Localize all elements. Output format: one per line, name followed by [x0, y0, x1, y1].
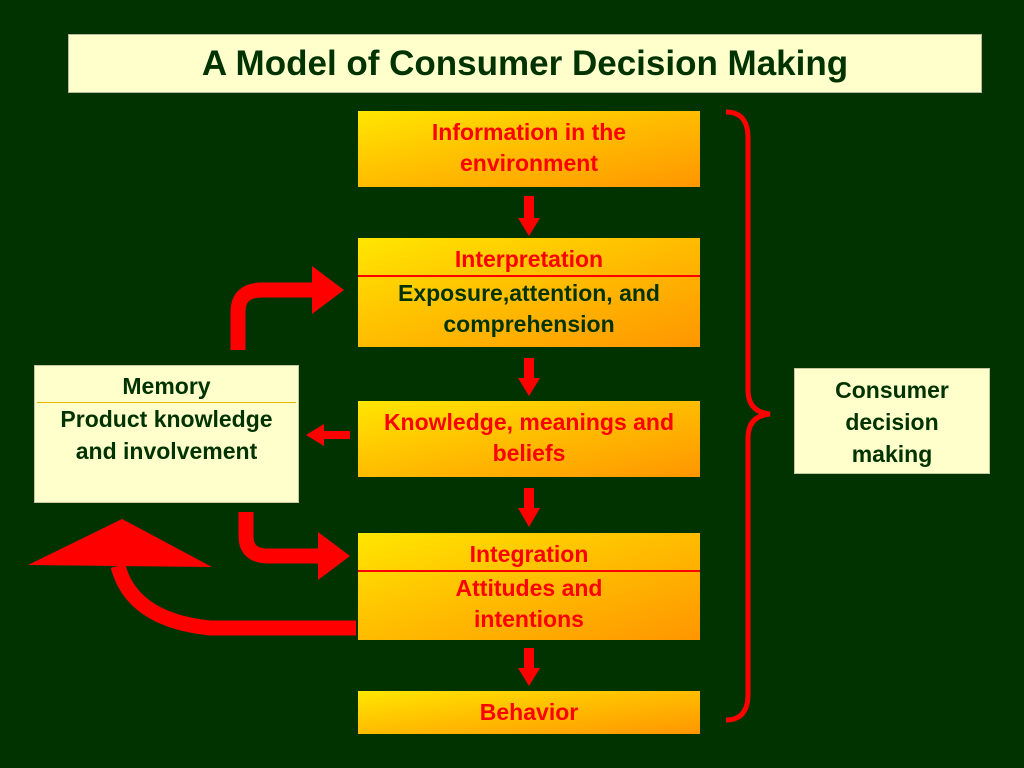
memory-to-interpretation-arrow [230, 266, 344, 350]
memory-box: Memory Product knowledge and involvement [34, 365, 299, 503]
stage-information: Information in the environment [358, 111, 700, 187]
stage-integration-header: Integration [469, 541, 589, 567]
knowledge-to-memory-arrow [306, 424, 350, 446]
diagram-title: A Model of Consumer Decision Making [201, 43, 849, 83]
flow-arrow-3 [518, 488, 540, 527]
memory-to-integration-arrow [238, 512, 350, 580]
consumer-decision-brace [725, 109, 771, 723]
stage-knowledge-label: Knowledge, meanings and beliefs [383, 409, 675, 466]
consumer-decision-label: Consumer decision making [835, 377, 949, 467]
memory-body: Product knowledge and involvement [60, 406, 273, 464]
flow-arrow-2 [518, 358, 540, 396]
stage-integration-body: Attitudes and intentions [455, 575, 603, 632]
consumer-decision-box: Consumer decision making [794, 368, 990, 474]
flow-arrow-1 [518, 196, 540, 236]
stage-interpretation-divider [358, 275, 700, 277]
stage-information-label: Information in the environment [431, 119, 627, 176]
integration-feedback-arrow [28, 519, 356, 636]
stage-interpretation: Interpretation Exposure,attention, and c… [358, 238, 700, 347]
memory-header: Memory [122, 373, 211, 399]
stage-behavior: Behavior [358, 691, 700, 734]
stage-interpretation-header: Interpretation [454, 246, 604, 272]
stage-interpretation-body: Exposure,attention, and comprehension [398, 280, 660, 337]
stage-knowledge: Knowledge, meanings and beliefs [358, 401, 700, 477]
memory-divider [37, 402, 296, 403]
stage-behavior-label: Behavior [479, 699, 579, 725]
stage-integration: Integration Attitudes and intentions [358, 533, 700, 640]
stage-integration-divider [358, 570, 700, 572]
title-banner: A Model of Consumer Decision Making [68, 34, 982, 93]
flow-arrow-4 [518, 648, 540, 686]
